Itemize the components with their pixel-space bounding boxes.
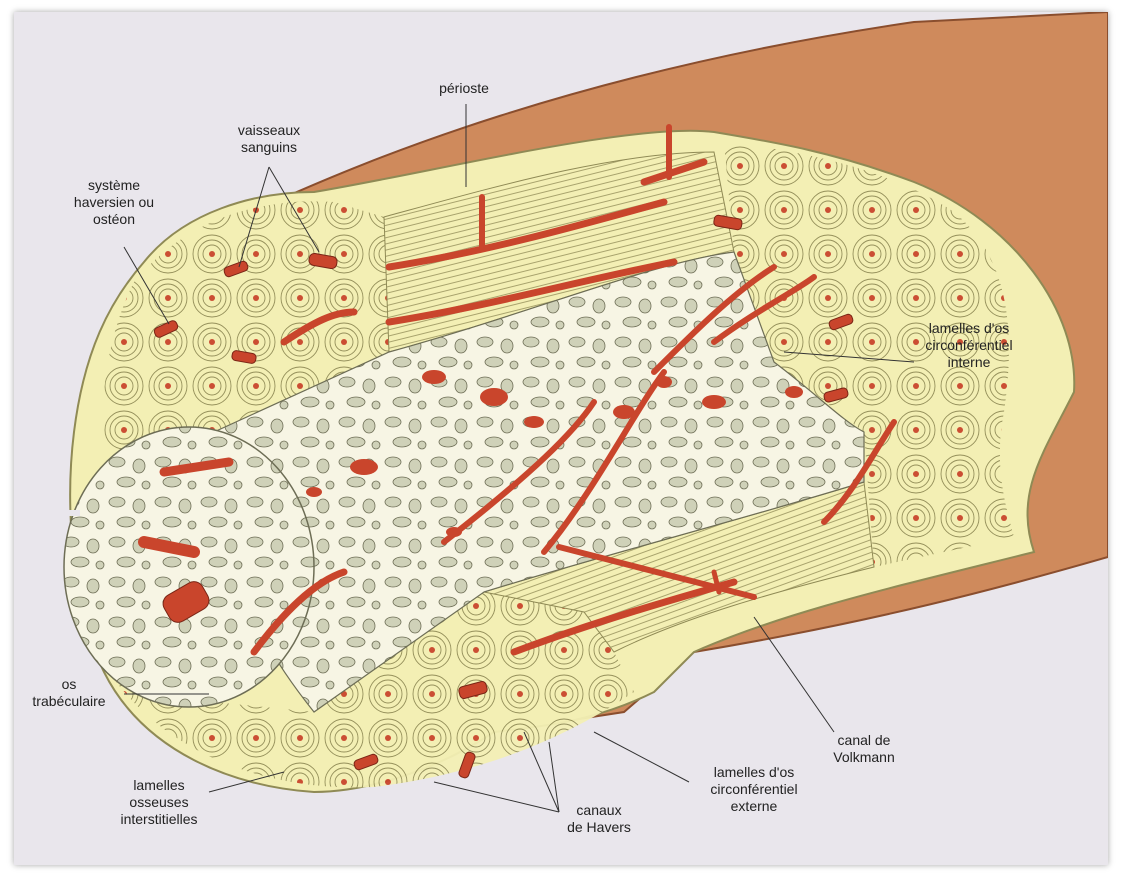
diagram-frame: périoste vaisseaux sanguins système have… (14, 12, 1108, 865)
label-haversian-system: système haversien ou ostéon (59, 177, 169, 228)
label-trabecular-bone: os trabéculaire (14, 676, 124, 710)
label-haversian-canals: canaux de Havers (554, 802, 644, 836)
label-outer-circumferential-lamellae: lamelles d'os circonférentiel externe (689, 764, 819, 815)
label-periosteum: périoste (414, 80, 514, 97)
bone-diagram (14, 12, 1108, 865)
label-interstitial-lamellae: lamelles osseuses interstitielles (99, 777, 219, 828)
label-blood-vessels: vaisseaux sanguins (209, 122, 329, 156)
core-notch (62, 510, 80, 516)
label-volkmann-canal: canal de Volkmann (809, 732, 919, 766)
label-inner-circumferential-lamellae: lamelles d'os circonférentiel interne (909, 320, 1029, 371)
